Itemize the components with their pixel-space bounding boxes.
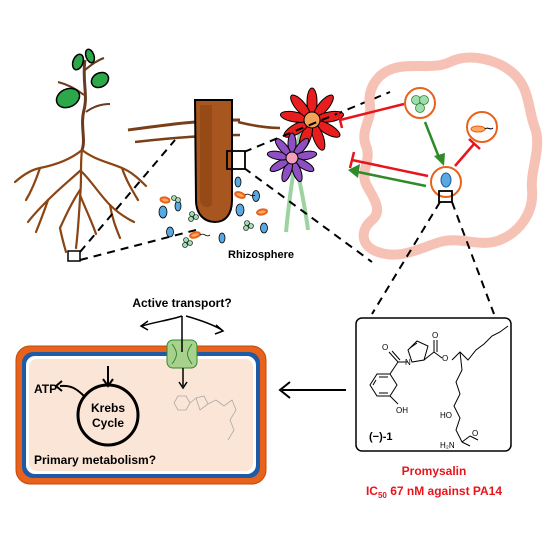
leaf-icon [55,87,81,109]
structure-atom-HO: HO [440,411,452,420]
root-zoom-box [67,250,81,262]
green-bacterium-icon [404,87,436,119]
primary-metabolism-label: Primary metabolism? [34,453,156,467]
interaction-arrows [336,102,481,188]
structure-atom-O: O [382,343,388,352]
structure-atom-N: N [405,358,411,367]
leaf-icon [84,48,96,64]
rhizosphere-label: Rhizosphere [228,249,294,261]
root-closeup: Rhizosphere [127,99,294,261]
active-transport-label: Active transport? [132,296,231,310]
rhizosphere-cloud [358,52,543,260]
structure-atom-O: O [442,354,448,363]
transporter-icon [166,339,198,369]
krebs-cycle-icon [54,366,140,447]
structure-atom-O: O [432,331,438,340]
compound-id-label: (−)-1 [369,431,393,443]
ic50-subscript: 50 [378,491,387,500]
producer-zoom-box [438,190,453,203]
structure-atom-O: O [472,429,478,438]
mechanism-arrow [278,381,346,399]
bacterial-cell: ATP Krebs Cycle Primary metabolism? [15,315,267,485]
ic50-suffix: 67 nM against PA14 [387,484,502,498]
krebs-label-line1: Krebs [91,401,125,415]
structure-atom-OH: OH [396,406,408,415]
structure-atom-H2N: H₂N [440,441,455,450]
ic50-prefix: IC [366,484,378,498]
flowers [266,87,345,233]
rhizosphere-zoom-box [226,150,246,170]
promysalin-structure: N O O O OH HO O H₂N (−)-1 [355,317,512,452]
compound-name: Promysalin [402,464,467,478]
atp-label: ATP [34,382,57,396]
ic50-label: IC50 67 nM against PA14 [366,484,502,500]
leaf-icon [90,71,110,89]
plant-illustration [13,48,148,262]
flagellated-bacterium-icon [466,111,498,143]
soil-microbes [158,176,268,248]
leaf-icon [71,53,85,71]
promysalin-molecule-icon [173,395,237,441]
pseudomonas-producer-icon [430,166,462,203]
krebs-label-line2: Cycle [92,416,124,430]
purple-flower-icon [266,132,318,183]
